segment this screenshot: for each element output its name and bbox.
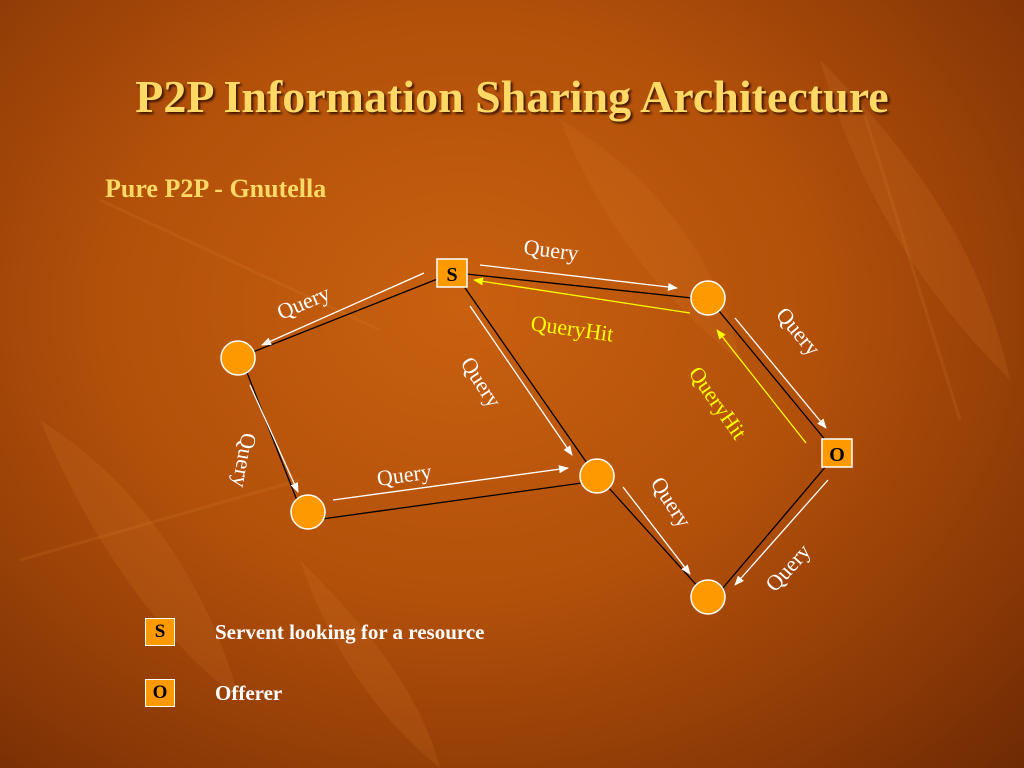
query-arrows (249, 264, 829, 586)
slide-title: P2P Information Sharing Architecture (135, 71, 889, 122)
query-label: Query (522, 234, 580, 266)
query-label: Query (771, 302, 825, 360)
peer-node-a (220, 340, 256, 376)
legend-servent-symbol: S (145, 618, 175, 646)
query-arrow-c-o (734, 317, 827, 429)
query-arrow-d-e (622, 486, 691, 575)
link-s-c (465, 273, 693, 299)
queryhit-arrows (473, 277, 807, 444)
query-label: Query (646, 472, 697, 532)
query-arrow-s-a (261, 272, 425, 346)
query-label: Query (456, 352, 507, 412)
link-s-a (252, 277, 441, 353)
offerer-node-letter: O (829, 444, 845, 466)
query-arrow-s-c (479, 264, 678, 291)
offerer-node: O (821, 438, 853, 468)
peer-node-e (690, 579, 726, 615)
link-a-b (245, 369, 299, 504)
query-arrow-b-d (332, 465, 569, 501)
legend-servent-text: Servent looking for a resource (215, 619, 485, 644)
servent-node-letter: S (446, 264, 457, 286)
peer-nodes (220, 280, 726, 615)
query-label: Query (375, 459, 433, 491)
query-label: Query (228, 431, 262, 489)
peer-node-d (579, 458, 615, 494)
link-o-e (721, 464, 828, 590)
link-c-o (718, 310, 828, 443)
queryhit-label: QueryHit (684, 362, 752, 444)
peer-node-b (290, 494, 326, 530)
servent-node: S (436, 258, 468, 288)
query-arrow-o-e (734, 479, 829, 586)
legend-offerer-text: Offerer (215, 680, 283, 705)
legend-offerer-symbol: O (145, 679, 175, 707)
peer-node-c (690, 280, 726, 316)
slide-subtitle: Pure P2P - Gnutella (105, 174, 327, 203)
link-b-d (321, 482, 583, 520)
legend-row-offerer: O Offerer (145, 679, 282, 707)
queryhit-arrow-c-s (473, 277, 691, 314)
legend-row-servent: S Servent looking for a resource (145, 618, 484, 646)
query-arrow-s-d (469, 305, 573, 456)
queryhit-arrow-o-c (716, 329, 807, 444)
link-s-d (462, 284, 590, 467)
queryhit-label: QueryHit (529, 310, 615, 346)
query-arrow-a-b (249, 384, 299, 493)
peer-links (245, 273, 828, 590)
